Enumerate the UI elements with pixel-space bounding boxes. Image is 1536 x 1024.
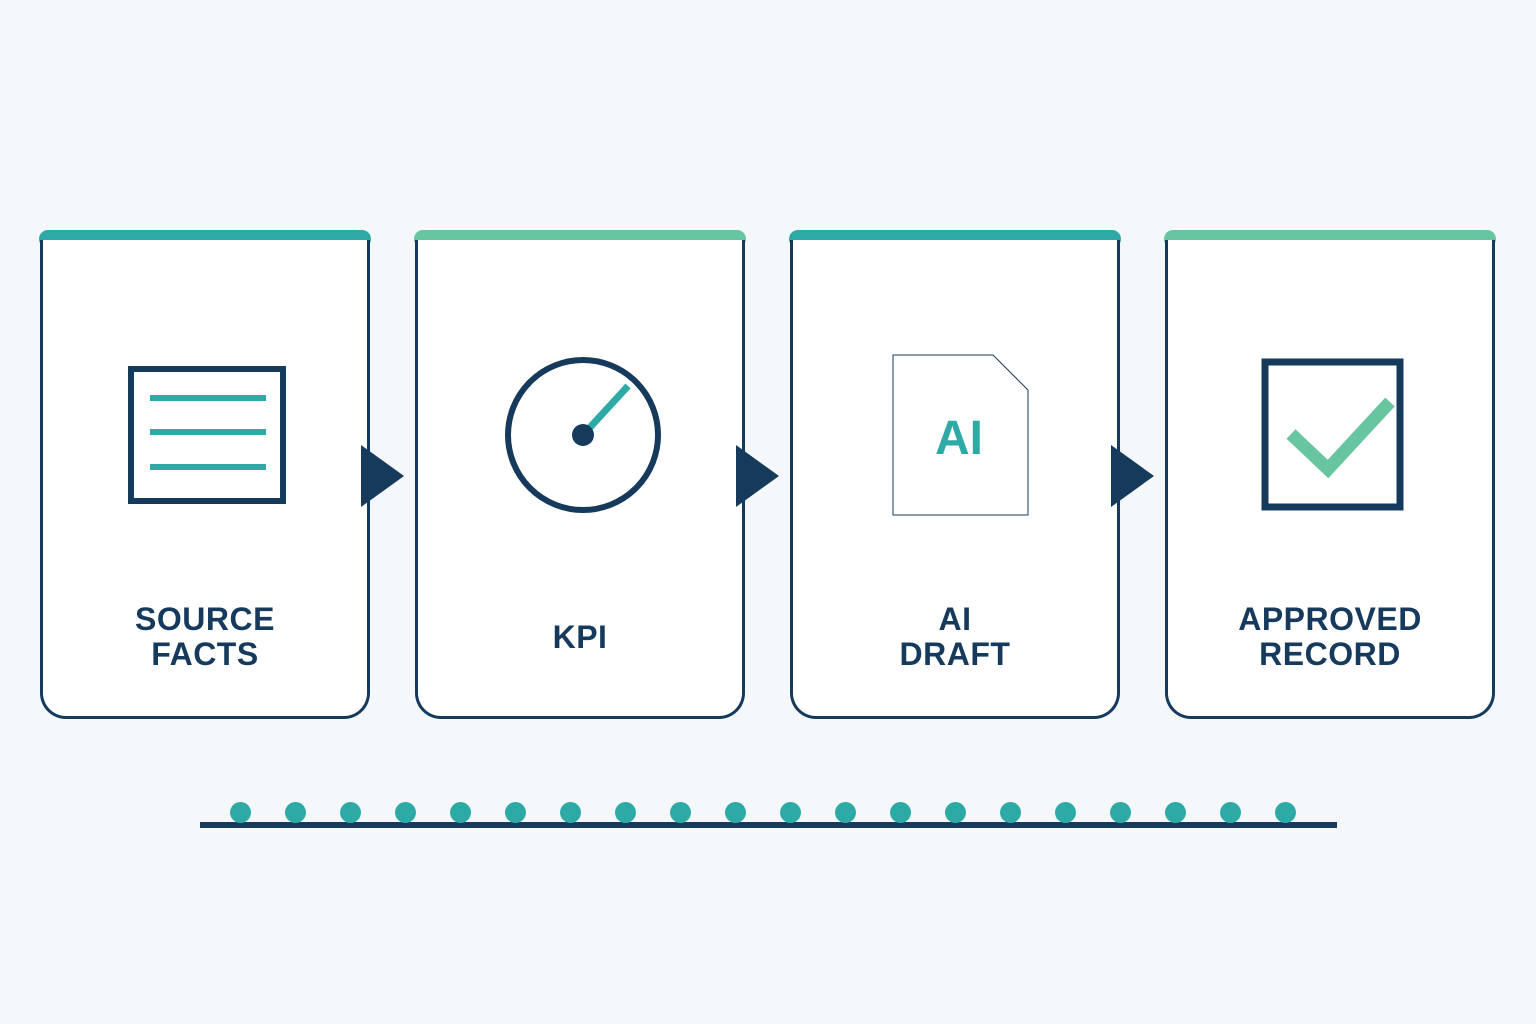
timeline-baseline (200, 822, 1337, 828)
timeline-dot (670, 802, 691, 823)
gauge-icon (505, 357, 661, 513)
timeline-dot (285, 802, 306, 823)
timeline-dot (945, 802, 966, 823)
checkbox-icon (1261, 358, 1404, 511)
step-3-label-line-1: AI (938, 601, 972, 637)
timeline-dot (725, 802, 746, 823)
arrow-right-icon (361, 445, 404, 507)
timeline-dot (615, 802, 636, 823)
step-4-label-line-2: RECORD (1259, 636, 1401, 672)
timeline-dot (340, 802, 361, 823)
ai-document-icon (892, 354, 1029, 516)
step-1-label-line-2: FACTS (151, 636, 259, 672)
arrow-right-icon (736, 445, 779, 507)
step-2-label: KPI (418, 620, 742, 655)
step-3-label-line-2: DRAFT (899, 636, 1011, 672)
timeline-dot (395, 802, 416, 823)
step-4-card: APPROVED RECORD (1165, 240, 1495, 719)
step-4-label: APPROVED RECORD (1168, 602, 1492, 672)
timeline-dot (835, 802, 856, 823)
timeline-dot (230, 802, 251, 823)
ai-document-text: AI (935, 412, 983, 465)
step-2-label-line-1: KPI (552, 619, 608, 655)
timeline-dot (780, 802, 801, 823)
step-1-label-line-1: SOURCE (135, 601, 275, 637)
step-4-label-line-1: APPROVED (1238, 601, 1422, 637)
timeline-dot (1110, 802, 1131, 823)
step-1-card: SOURCE FACTS (40, 240, 370, 719)
arrow-right-icon (1111, 445, 1154, 507)
timeline-dot (1275, 802, 1296, 823)
step-2-card: KPI (415, 240, 745, 719)
timeline-dot (450, 802, 471, 823)
timeline-dot (1220, 802, 1241, 823)
step-3-label: AI DRAFT (793, 602, 1117, 672)
step-3-card: AI AI DRAFT (790, 240, 1120, 719)
timeline-dot (560, 802, 581, 823)
step-1-label: SOURCE FACTS (43, 602, 367, 672)
timeline-dot (505, 802, 526, 823)
timeline-dot (1000, 802, 1021, 823)
timeline-dot (1055, 802, 1076, 823)
timeline-dot (1165, 802, 1186, 823)
timeline-dot (890, 802, 911, 823)
document-lines-icon (128, 366, 286, 504)
